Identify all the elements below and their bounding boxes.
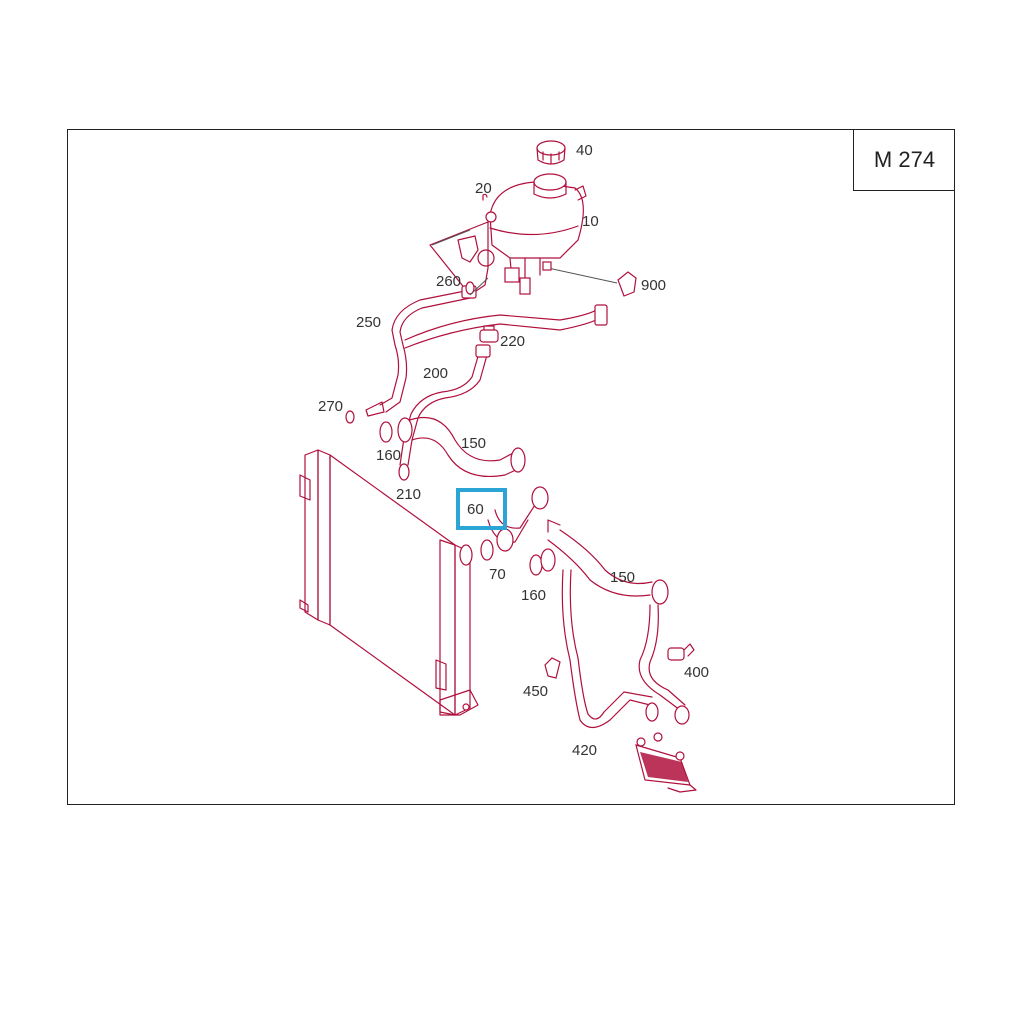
level-sensor[interactable] bbox=[542, 261, 637, 297]
clip-400[interactable] bbox=[667, 643, 695, 661]
expansion-tank[interactable] bbox=[485, 173, 587, 295]
hose-250[interactable] bbox=[365, 285, 608, 417]
o-ring-160-upper[interactable] bbox=[379, 421, 393, 443]
bracket-450[interactable] bbox=[544, 657, 561, 679]
callout-200[interactable]: 200 bbox=[423, 365, 448, 382]
callout-60[interactable]: 60 bbox=[467, 501, 484, 518]
engine-code-label: M 274 bbox=[853, 129, 955, 191]
callout-250[interactable]: 250 bbox=[356, 314, 381, 331]
callout-160-upper[interactable]: 160 bbox=[376, 447, 401, 464]
callout-150-lower[interactable]: 150 bbox=[610, 569, 635, 586]
washer-260[interactable] bbox=[465, 281, 475, 295]
callout-10[interactable]: 10 bbox=[582, 213, 599, 230]
o-ring-160-lower[interactable] bbox=[529, 554, 543, 576]
callout-400[interactable]: 400 bbox=[684, 664, 709, 681]
callout-20[interactable]: 20 bbox=[475, 180, 492, 197]
callout-900[interactable]: 900 bbox=[641, 277, 666, 294]
hose-420[interactable] bbox=[561, 569, 690, 729]
callout-160-lower[interactable]: 160 bbox=[521, 587, 546, 604]
hose-150-upper[interactable] bbox=[397, 416, 526, 478]
o-ring-70[interactable] bbox=[480, 539, 494, 561]
callout-260[interactable]: 260 bbox=[436, 273, 461, 290]
callout-450[interactable]: 450 bbox=[523, 683, 548, 700]
radiator[interactable] bbox=[299, 449, 479, 716]
callout-70[interactable]: 70 bbox=[489, 566, 506, 583]
callout-270[interactable]: 270 bbox=[318, 398, 343, 415]
connector-210[interactable] bbox=[398, 463, 410, 481]
hose-200[interactable] bbox=[399, 344, 491, 466]
callout-420[interactable]: 420 bbox=[572, 742, 597, 759]
callout-150-upper[interactable]: 150 bbox=[461, 435, 486, 452]
filler-cap[interactable] bbox=[536, 140, 566, 165]
washer-270[interactable] bbox=[345, 410, 355, 424]
callout-220[interactable]: 220 bbox=[500, 333, 525, 350]
clip-220[interactable] bbox=[479, 325, 499, 343]
highlight-box-part-60 bbox=[456, 488, 507, 530]
oil-cooler[interactable] bbox=[635, 732, 697, 793]
callout-210[interactable]: 210 bbox=[396, 486, 421, 503]
callout-40[interactable]: 40 bbox=[576, 142, 593, 159]
hose-150-lower[interactable] bbox=[540, 519, 669, 605]
